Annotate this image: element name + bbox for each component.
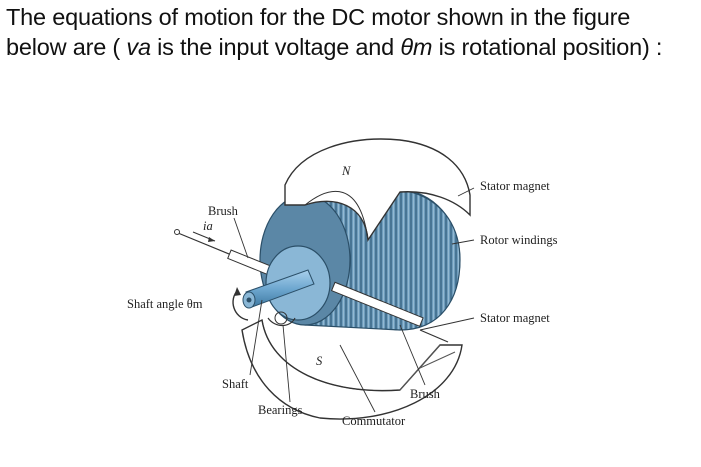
stator-magnet-bottom-label: Stator magnet <box>480 311 550 325</box>
north-pole-label: N <box>341 164 351 178</box>
current-label: ia <box>203 219 213 233</box>
stator-magnet-top-label: Stator magnet <box>480 179 550 193</box>
commutator-label: Commutator <box>342 414 406 428</box>
south-pole-label: S <box>316 354 323 368</box>
rotation-arrowhead-icon <box>234 287 241 296</box>
rotor-windings-label: Rotor windings <box>480 233 558 247</box>
shaft-label: Shaft <box>222 377 249 391</box>
bearings-label: Bearings <box>258 403 303 417</box>
brush-top-label: Brush <box>208 204 239 218</box>
shaft-angle-label: Shaft angle θm <box>127 297 203 311</box>
current-arrowhead-icon <box>208 237 215 242</box>
brush-bottom-label: Brush <box>410 387 441 401</box>
